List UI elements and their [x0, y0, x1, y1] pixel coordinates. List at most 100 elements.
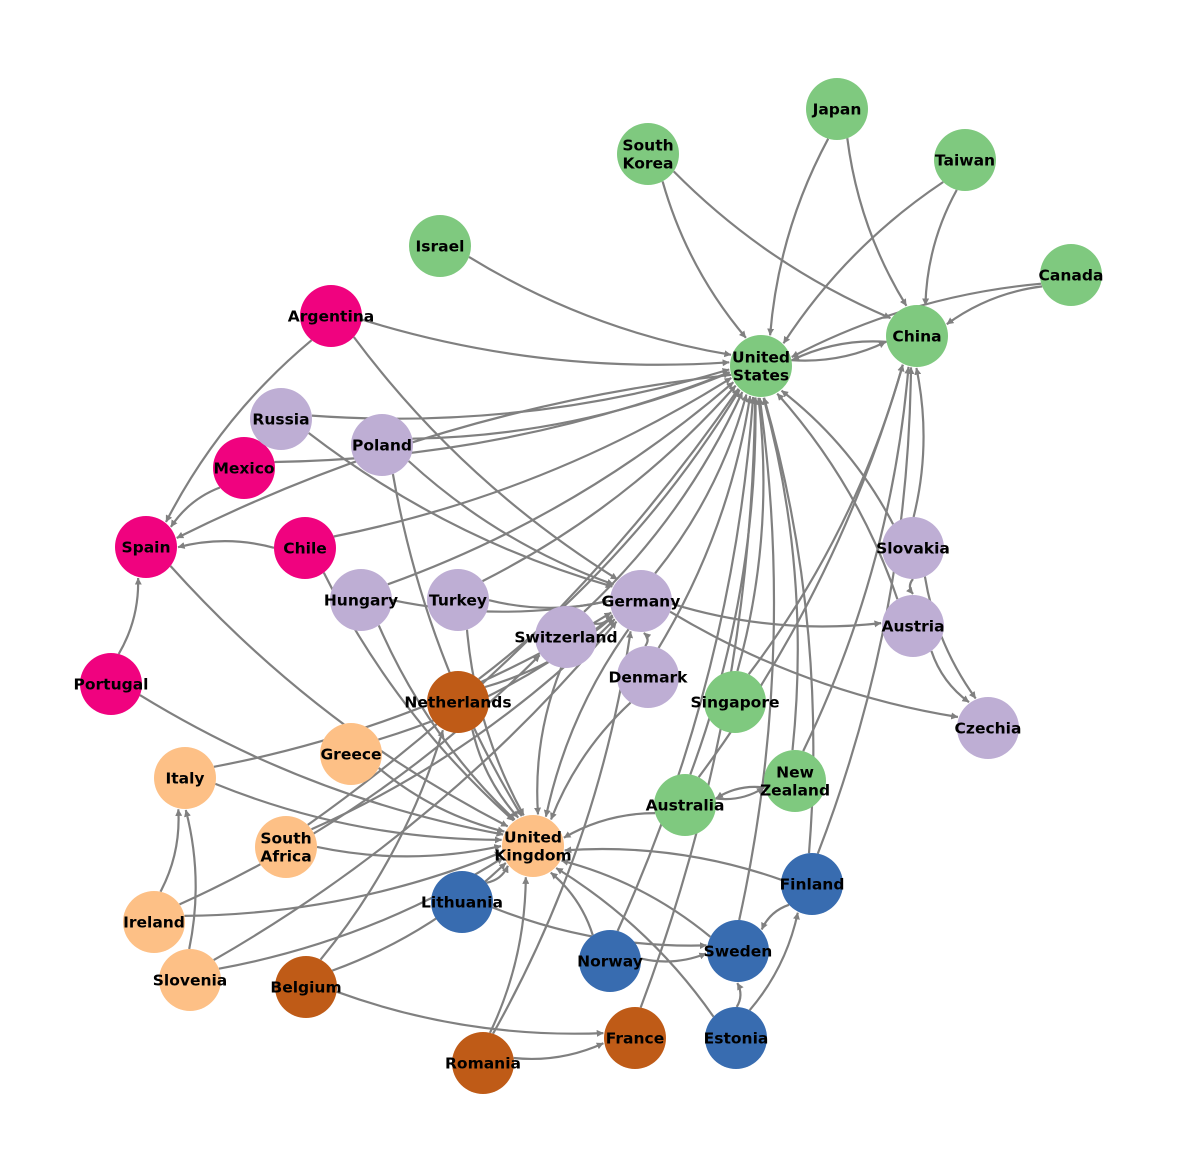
edge-switzerland-uk [534, 667, 563, 815]
edge-argentina-us [361, 318, 730, 367]
node-china-label: China [892, 328, 941, 346]
edge-slovakia-czechia [923, 576, 977, 700]
node-canada-label: Canada [1039, 267, 1104, 285]
node-argentina-label: Argentina [288, 308, 375, 326]
edge-denmark-germany [643, 632, 652, 647]
node-germany-circle [610, 570, 672, 632]
edge-norway-us [616, 396, 757, 932]
edge-safrica-uk [316, 844, 502, 858]
node-netherlands-label: Netherlands [404, 694, 511, 712]
node-china-circle [886, 305, 948, 367]
edge-australia-nz [715, 786, 765, 801]
edge-slovenia-italy [184, 809, 197, 950]
node-israel-label: Israel [416, 238, 465, 256]
edge-argentina-germany [352, 336, 618, 581]
edge-ireland-uk [184, 851, 503, 917]
edge-slovakia-us [780, 389, 895, 525]
edge-poland-germany [407, 460, 614, 586]
edge-japan-china [846, 138, 908, 307]
edge-belgium-netherlands [319, 729, 445, 961]
edge-singapore-us [736, 397, 765, 672]
edge-israel-us [468, 255, 732, 358]
node-turkey-label: Turkey [429, 592, 487, 610]
node-poland-circle [351, 414, 413, 476]
node-denmark-circle [617, 646, 679, 708]
edge-slovakia-china [912, 367, 925, 518]
edge-slovenia-germany [213, 620, 618, 962]
edge-finland-uk [564, 846, 782, 881]
node-russia-label: Russia [252, 411, 309, 429]
node-uk-circle [502, 815, 564, 877]
edge-netherlands-uk [471, 729, 520, 819]
node-singapore: Singapore [691, 671, 779, 733]
node-switzerland-circle [535, 606, 597, 668]
node-belgium: Belgium [270, 956, 342, 1018]
node-taiwan-label: Taiwan [935, 152, 995, 170]
node-nz-circle [764, 750, 826, 812]
node-belgium-label: Belgium [270, 979, 341, 997]
edge-germany-austria [671, 602, 882, 628]
edge-ireland-italy [159, 808, 183, 893]
node-russia-circle [250, 388, 312, 450]
node-italy: Italy [154, 747, 216, 809]
node-greece-circle [320, 723, 382, 785]
node-denmark: Denmark [609, 646, 688, 708]
edge-us-spain [176, 373, 732, 539]
node-skorea-circle [617, 123, 679, 185]
node-us-circle [730, 335, 792, 397]
node-spain-circle [115, 516, 177, 578]
node-finland: Finland [780, 853, 844, 915]
edge-portugal-uk [139, 694, 504, 837]
node-czechia-label: Czechia [955, 720, 1022, 738]
node-portugal-label: Portugal [74, 676, 149, 694]
edge-norway-sweden [640, 952, 707, 963]
node-chile-label: Chile [283, 540, 327, 558]
node-lithuania-label: Lithuania [421, 894, 503, 912]
node-argentina: Argentina [288, 285, 375, 347]
edge-finland-sweden [760, 903, 790, 930]
node-switzerland-label: Switzerland [514, 629, 617, 647]
edge-us-china [791, 341, 887, 362]
node-israel: Israel [409, 215, 471, 277]
edge-estonia-sweden [735, 982, 744, 1008]
edge-greece-uk [377, 767, 505, 834]
edge-netherlands-us [478, 389, 741, 680]
edge-argentina-spain [165, 339, 313, 523]
node-slovakia-label: Slovakia [876, 540, 950, 558]
node-romania-circle [452, 1032, 514, 1094]
node-canada-circle [1040, 244, 1102, 306]
edge-romania-france [513, 1042, 604, 1061]
node-italy-label: Italy [165, 770, 204, 788]
node-spain: Spain [115, 516, 177, 578]
node-germany-label: Germany [602, 593, 681, 611]
edge-slovakia-austria [906, 578, 914, 595]
edge-sweden-us [738, 397, 776, 921]
node-mexico-label: Mexico [213, 460, 274, 478]
edge-turkey-germany [488, 598, 610, 609]
edge-germany-uk [543, 628, 630, 818]
node-safrica-circle [255, 816, 317, 878]
node-austria-circle [882, 595, 944, 657]
node-estonia-circle [705, 1007, 767, 1069]
node-netherlands: Netherlands [404, 671, 512, 733]
node-sweden: Sweden [704, 920, 772, 982]
edge-estonia-uk [555, 867, 715, 1018]
edge-romania-uk [489, 876, 530, 1034]
node-taiwan-circle [934, 129, 996, 191]
edge-turkey-uk [465, 629, 525, 816]
edge-australia-uk [563, 812, 656, 839]
edge-mexico-spain [169, 486, 221, 528]
edge-hungary-uk [377, 624, 516, 821]
node-hungary-circle [330, 569, 392, 631]
node-estonia: Estonia [704, 1007, 768, 1069]
node-spain-label: Spain [121, 539, 170, 557]
node-czechia: Czechia [955, 697, 1022, 759]
